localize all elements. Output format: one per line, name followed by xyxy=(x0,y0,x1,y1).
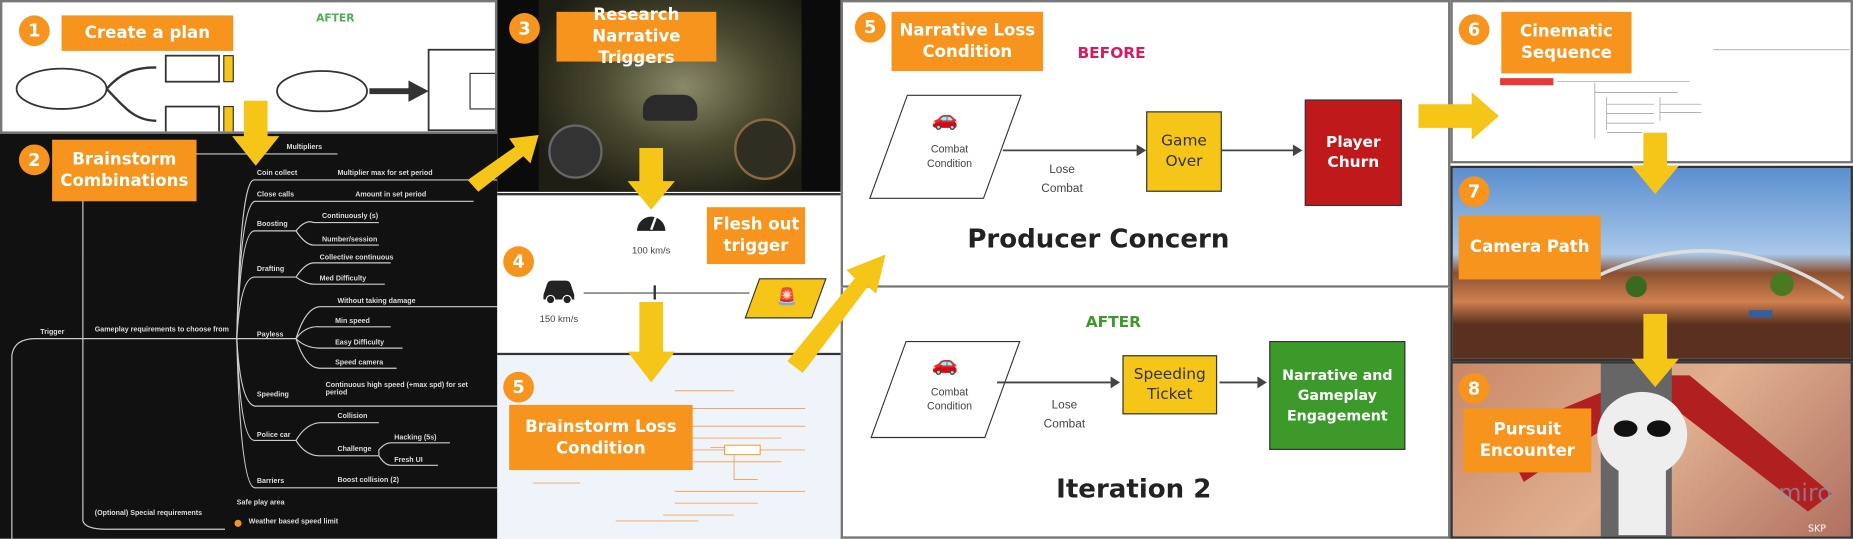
step-label: Brainstorm Combinations xyxy=(52,139,197,202)
after-heading: AFTER xyxy=(1085,313,1142,332)
mindmap-leaf: Multiplier max for set period xyxy=(337,170,433,178)
step-badge: 2 xyxy=(18,144,50,176)
player-churn-box: Player Churn xyxy=(1304,99,1402,207)
car-crash-icon: 🚗 xyxy=(931,106,959,132)
lose-combat-label: Lose Combat xyxy=(1043,399,1086,431)
speedometer-gauge xyxy=(734,118,796,180)
step-badge: 3 xyxy=(509,13,540,44)
step-label: Camera Path xyxy=(1458,215,1601,280)
step-badge: 7 xyxy=(1458,176,1490,208)
arrow-plan-to-brainstorm xyxy=(232,100,280,166)
mindmap-leaf: Collective continuous xyxy=(319,254,394,262)
arrow-cinematic-to-camera xyxy=(1631,132,1679,195)
skip-button[interactable]: SKP xyxy=(1807,523,1826,534)
mindmap-leaf: Continuous high speed (+max spd) for set… xyxy=(325,382,468,397)
flow-arrows-before xyxy=(1002,144,1303,157)
panel-plan: AFTER xyxy=(0,0,498,134)
car-icon xyxy=(543,280,575,305)
camera-path-curve xyxy=(1594,249,1845,318)
game-over-box: Game Over xyxy=(1146,111,1222,192)
mindmap-node: Police car xyxy=(256,432,291,440)
mindmap-node: Barriers xyxy=(256,478,285,486)
mindmap-root: Trigger xyxy=(40,329,65,337)
step-badge: 6 xyxy=(1458,14,1490,45)
arrow-narrative-to-cinematic xyxy=(1418,92,1499,140)
mindmap-leaf: Amount in set period xyxy=(355,191,427,199)
mindmap-leaf: Min speed xyxy=(335,318,370,326)
flow-arrows-after xyxy=(996,376,1267,389)
speed-limit-text: 100 km/s xyxy=(631,245,671,256)
step-badge: 5 xyxy=(854,11,886,43)
step-label: Narrative Loss Condition xyxy=(891,11,1044,72)
mindmap-leaf: Number/session xyxy=(322,236,378,244)
step-badge: 4 xyxy=(503,246,534,278)
iteration-title: Iteration 2 xyxy=(1056,474,1212,505)
speed-threshold-tick xyxy=(653,285,656,300)
mindmap-leaf: Hacking (5s) xyxy=(394,434,437,442)
mindmap-node: Speeding xyxy=(256,391,289,400)
mindmap-leaf: Safe play area xyxy=(236,499,285,507)
step-badge: 5 xyxy=(503,371,534,403)
mindmap-leaf: Med Difficulty xyxy=(319,275,367,283)
step-label: Cinematic Sequence xyxy=(1501,11,1632,74)
siren-icon: 🚨 xyxy=(776,287,798,307)
sequence-tree xyxy=(1500,49,1850,139)
mindmap-leaf: Fresh UI xyxy=(394,457,423,465)
speedometer-icon xyxy=(636,216,666,231)
step-label: Pursuit Encounter xyxy=(1463,408,1592,473)
mindmap-leaf: Continuously (s) xyxy=(322,213,379,221)
arrow-trigger-to-loss-brainstorm xyxy=(627,301,675,383)
car-crash-icon: 🚗 xyxy=(931,351,959,377)
mindmap-node: Close calls xyxy=(256,191,295,199)
combat-condition-label: Combat Condition xyxy=(927,385,973,413)
step-badge: 1 xyxy=(18,15,50,47)
speed-line xyxy=(583,292,750,294)
mindmap-node: Payless xyxy=(256,331,284,339)
engagement-box: Narrative and Gameplay Engagement xyxy=(1269,340,1406,450)
car-shape xyxy=(642,94,698,121)
mindmap-leaf: Challenge xyxy=(337,446,372,454)
plan-sketch xyxy=(15,48,495,132)
mindmap-leaf: Easy Difficulty xyxy=(335,339,385,347)
arrow-research-to-trigger xyxy=(627,148,675,210)
miro-watermark: miro xyxy=(1778,478,1832,507)
arrow-camera-to-pursuit xyxy=(1631,313,1679,388)
speeding-ticket-box: Speeding Ticket xyxy=(1122,355,1218,415)
mindmap-branch-optional: (Optional) Special requirements xyxy=(94,510,203,518)
mindmap-leaf: Speed camera xyxy=(335,359,384,368)
step-label: Flesh out trigger xyxy=(706,207,806,265)
lose-combat-label: Lose Combat xyxy=(1041,163,1083,196)
step-label: Research Narrative Triggers xyxy=(556,6,717,67)
before-heading: BEFORE xyxy=(1077,44,1146,63)
mindmap-leaf: Collision xyxy=(337,413,368,421)
mindmap-leaf: Weather based speed limit xyxy=(248,518,339,526)
warning-dot-icon xyxy=(234,519,242,527)
arrow-loss-brainstorm-to-narrative xyxy=(787,254,886,373)
panel-loss-after: AFTER 🚗 Combat Condition Lose Combat Spe… xyxy=(840,287,1451,539)
mindmap-node: Coin collect xyxy=(256,170,298,178)
minimap-gauge xyxy=(548,124,603,179)
producer-concern-title: Producer Concern xyxy=(967,224,1230,255)
after-heading: AFTER xyxy=(316,13,355,25)
step-label: Create a plan xyxy=(61,15,234,51)
mindmap-node: Boosting xyxy=(256,221,288,229)
car-speed-text: 150 km/s xyxy=(539,313,579,325)
combat-condition-label: Combat Condition xyxy=(927,143,973,170)
step-label: Brainstorm Loss Condition xyxy=(509,404,693,471)
mindmap-leaf: Without taking damage xyxy=(337,298,416,306)
mindmap-leaf: Boost collision (2) xyxy=(337,477,400,485)
loss-mindmap-lines xyxy=(532,390,806,522)
step-badge: 8 xyxy=(1458,372,1490,404)
mindmap-branch-top: Multipliers xyxy=(286,144,323,152)
arrow-brainstorm-to-research xyxy=(467,134,539,192)
mindmap-branch-main: Gameplay requirements to choose from xyxy=(94,326,229,334)
mindmap-node: Drafting xyxy=(256,266,285,274)
